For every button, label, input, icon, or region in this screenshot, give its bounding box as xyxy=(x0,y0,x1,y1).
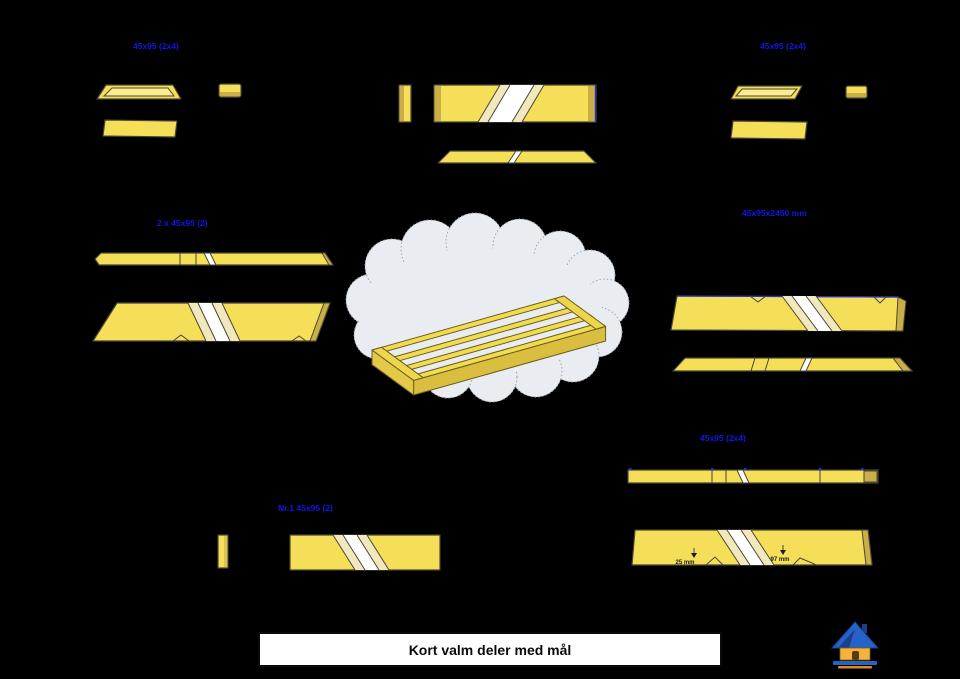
break-stripe xyxy=(727,530,764,565)
part-group-lower-right: 25 mm 97 mm xyxy=(627,468,879,566)
dim-25mm: 25 mm xyxy=(675,560,694,566)
break-stripe xyxy=(198,303,230,341)
frame-end-cap xyxy=(371,346,424,381)
frame-3d-render xyxy=(371,295,607,396)
part-group-bottom-center xyxy=(217,534,441,571)
break-margin xyxy=(717,530,750,565)
notch-cut xyxy=(792,557,817,566)
break-stripe xyxy=(343,535,379,570)
part-label-mid-left: 2 x 45x95 (2) xyxy=(157,218,208,228)
logo-chimney xyxy=(862,624,867,633)
long-plank-right-cap xyxy=(588,86,595,121)
end-block-side xyxy=(224,536,227,567)
company-logo xyxy=(830,621,880,669)
thin-strip xyxy=(627,469,879,484)
break-margin xyxy=(806,296,842,331)
part-label-top-right: 45x95 (2x4) xyxy=(760,41,806,51)
plank-side-view xyxy=(102,119,178,138)
notch-cut xyxy=(873,296,887,304)
long-plank-left-cap xyxy=(435,86,441,121)
dim-arrow-down xyxy=(691,553,697,558)
logo-text-line xyxy=(833,661,877,665)
logo-roof-shade xyxy=(838,629,855,648)
part-group-mid-right xyxy=(670,295,914,372)
break-stripe xyxy=(488,85,534,122)
cloud-callout xyxy=(345,212,630,403)
plank-side-view xyxy=(730,120,808,140)
hip-board-top-face xyxy=(734,88,799,97)
thin-rail-bevel xyxy=(321,252,334,266)
notch-cut xyxy=(291,335,307,342)
logo-text-line xyxy=(838,666,872,669)
part-label-top-left: 45x95 (2x4) xyxy=(133,41,179,51)
part-group-top-left xyxy=(96,83,242,138)
break-margin xyxy=(357,535,389,570)
notch-cut xyxy=(705,556,724,566)
big-plank-bevel xyxy=(895,296,907,332)
part-group-top-right xyxy=(730,85,868,140)
break-margin xyxy=(478,85,510,122)
notch-cut xyxy=(749,295,767,303)
part-label-bottom-center: Nr.1 45x95 (2) xyxy=(278,503,333,513)
part-group-mid-left xyxy=(92,252,334,342)
hip-board-top-face xyxy=(102,87,175,97)
break-margin xyxy=(512,85,544,122)
drawing-title-box: Kort valm deler med mål xyxy=(258,632,722,667)
break-margin xyxy=(212,303,240,341)
thin-strip-cap xyxy=(863,470,878,483)
thin-board-bevel xyxy=(891,357,914,372)
big-plank-bevel xyxy=(309,302,331,342)
big-plank-bevel xyxy=(861,529,873,566)
thin-rail-break xyxy=(203,252,217,266)
thin-board-break xyxy=(799,357,813,372)
part-label-mid-right: 45x95x2450 mm xyxy=(742,208,807,218)
end-block-side xyxy=(400,86,404,121)
thin-board-break xyxy=(507,150,523,164)
dim-97mm: 97 mm xyxy=(770,557,789,563)
end-block xyxy=(217,534,229,569)
notch-cut xyxy=(172,334,190,342)
part-group-top-center xyxy=(398,84,597,164)
logo-door xyxy=(852,651,859,660)
break-margin xyxy=(333,535,365,570)
break-margin xyxy=(741,530,774,565)
thin-board-angled xyxy=(672,357,913,372)
break-stripe xyxy=(792,296,832,331)
small-block-edge xyxy=(847,93,866,97)
frame-end-cap xyxy=(553,295,607,330)
strip-break xyxy=(736,469,750,484)
logo-roof xyxy=(830,621,880,649)
part-label-lower-right: 45x95 (2x4) xyxy=(700,433,746,443)
break-margin xyxy=(782,296,818,331)
drawing-title: Kort valm deler med mål xyxy=(408,641,572,658)
break-margin xyxy=(188,303,216,341)
dim-arrow-down xyxy=(780,550,786,555)
small-block-edge xyxy=(220,92,240,96)
